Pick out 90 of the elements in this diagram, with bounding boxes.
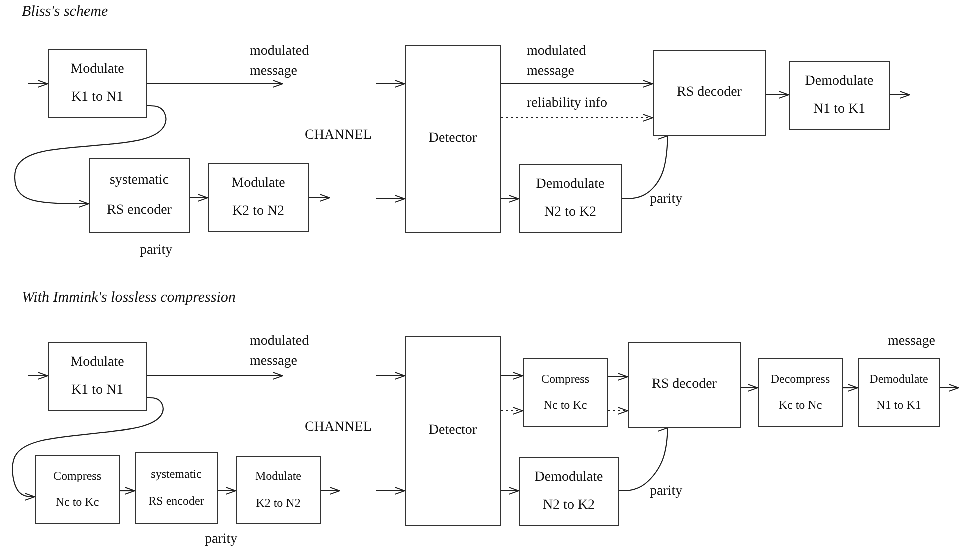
process-box: [208, 163, 309, 232]
arrow: [940, 384, 960, 392]
box-label: Nc to Kc: [544, 399, 588, 412]
arrow: [190, 194, 208, 202]
edge-label: modulated message: [250, 333, 310, 371]
arrow: [501, 487, 520, 495]
box-label: Modulate: [232, 176, 286, 192]
annotation: parity: [140, 243, 173, 258]
process-box: [35, 455, 120, 524]
process-box: [789, 61, 890, 130]
box-label: Demodulate: [805, 74, 874, 90]
arrow: [766, 91, 790, 99]
box-label: Detector: [428, 423, 478, 439]
box-label: Decompress: [770, 372, 830, 386]
box-label: Demodulate: [870, 372, 928, 386]
arrow: [14, 105, 167, 208]
arrow: [501, 80, 654, 88]
arrow: [147, 372, 284, 380]
edge-label: modulated message: [527, 43, 588, 81]
arrow: [621, 135, 672, 200]
box-label: K2 to N2: [232, 204, 285, 219]
arrow: [147, 80, 284, 88]
arrow: [376, 372, 406, 380]
box-label: Modulate: [70, 355, 124, 370]
edge-label: reliability info: [527, 95, 608, 113]
box-label: N1 to K1: [876, 399, 922, 412]
section-heading: Bliss's scheme: [22, 4, 108, 20]
box-label: K2 to N2: [256, 496, 301, 510]
box-label: RS encoder: [148, 495, 204, 508]
arrow: [376, 487, 406, 495]
arrow: [309, 194, 330, 202]
arrow: [120, 487, 136, 495]
process-box: [89, 158, 190, 233]
arrow: [12, 397, 164, 501]
box-label: Nc to Kc: [56, 496, 100, 510]
box-label: Modulate: [256, 470, 302, 484]
process-box: [135, 452, 218, 524]
box-label: Kc to Nc: [778, 399, 822, 412]
box-label: Compress: [542, 372, 590, 386]
edge-label: modulated message: [250, 43, 310, 81]
arrow: [321, 487, 340, 495]
box-label: N2 to K2: [542, 498, 596, 513]
arrow: [501, 195, 520, 203]
box-label: Detector: [428, 131, 478, 147]
process-box: [758, 358, 843, 427]
process-box: [405, 336, 501, 526]
arrow: [28, 80, 48, 88]
process-box: [628, 342, 741, 428]
process-box: [236, 456, 321, 524]
process-box: [519, 164, 622, 233]
box-label: systematic: [151, 468, 202, 481]
arrow: [376, 195, 406, 203]
arrow: [843, 384, 858, 392]
process-box: [405, 45, 501, 233]
box-label: RS decoder: [652, 377, 717, 393]
arrow: [890, 91, 910, 99]
edge-label: parity: [650, 483, 684, 501]
process-box: [519, 457, 619, 526]
annotation: message: [888, 334, 936, 350]
edge-label: parity: [650, 191, 684, 209]
process-box: [653, 50, 766, 136]
annotation: CHANNEL: [305, 420, 372, 436]
box-label: K1 to N1: [71, 90, 124, 105]
process-box: [858, 358, 940, 427]
box-label: Modulate: [70, 62, 124, 78]
arrow: [28, 372, 48, 380]
arrow: [741, 384, 758, 392]
arrow: [501, 114, 654, 122]
box-label: N2 to K2: [544, 204, 597, 220]
box-label: systematic: [110, 173, 170, 188]
arrow: [376, 80, 406, 88]
annotation: CHANNEL: [305, 128, 372, 144]
process-box: [48, 342, 147, 411]
arrow: [618, 427, 672, 492]
arrow: [501, 372, 524, 380]
box-label: N1 to K1: [813, 102, 866, 117]
arrow: [218, 487, 236, 495]
box-label: RS encoder: [107, 202, 172, 218]
box-label: Demodulate: [534, 470, 604, 486]
arrow: [501, 407, 524, 415]
box-label: Demodulate: [536, 177, 605, 192]
box-label: K1 to N1: [71, 382, 124, 398]
arrow: [608, 373, 628, 381]
section-heading: With Immink's lossless compression: [22, 290, 236, 306]
annotation: parity: [205, 532, 238, 548]
process-box: [48, 49, 147, 118]
box-label: Compress: [54, 470, 102, 483]
arrow: [608, 407, 628, 415]
box-label: RS decoder: [677, 85, 742, 101]
process-box: [523, 358, 608, 427]
